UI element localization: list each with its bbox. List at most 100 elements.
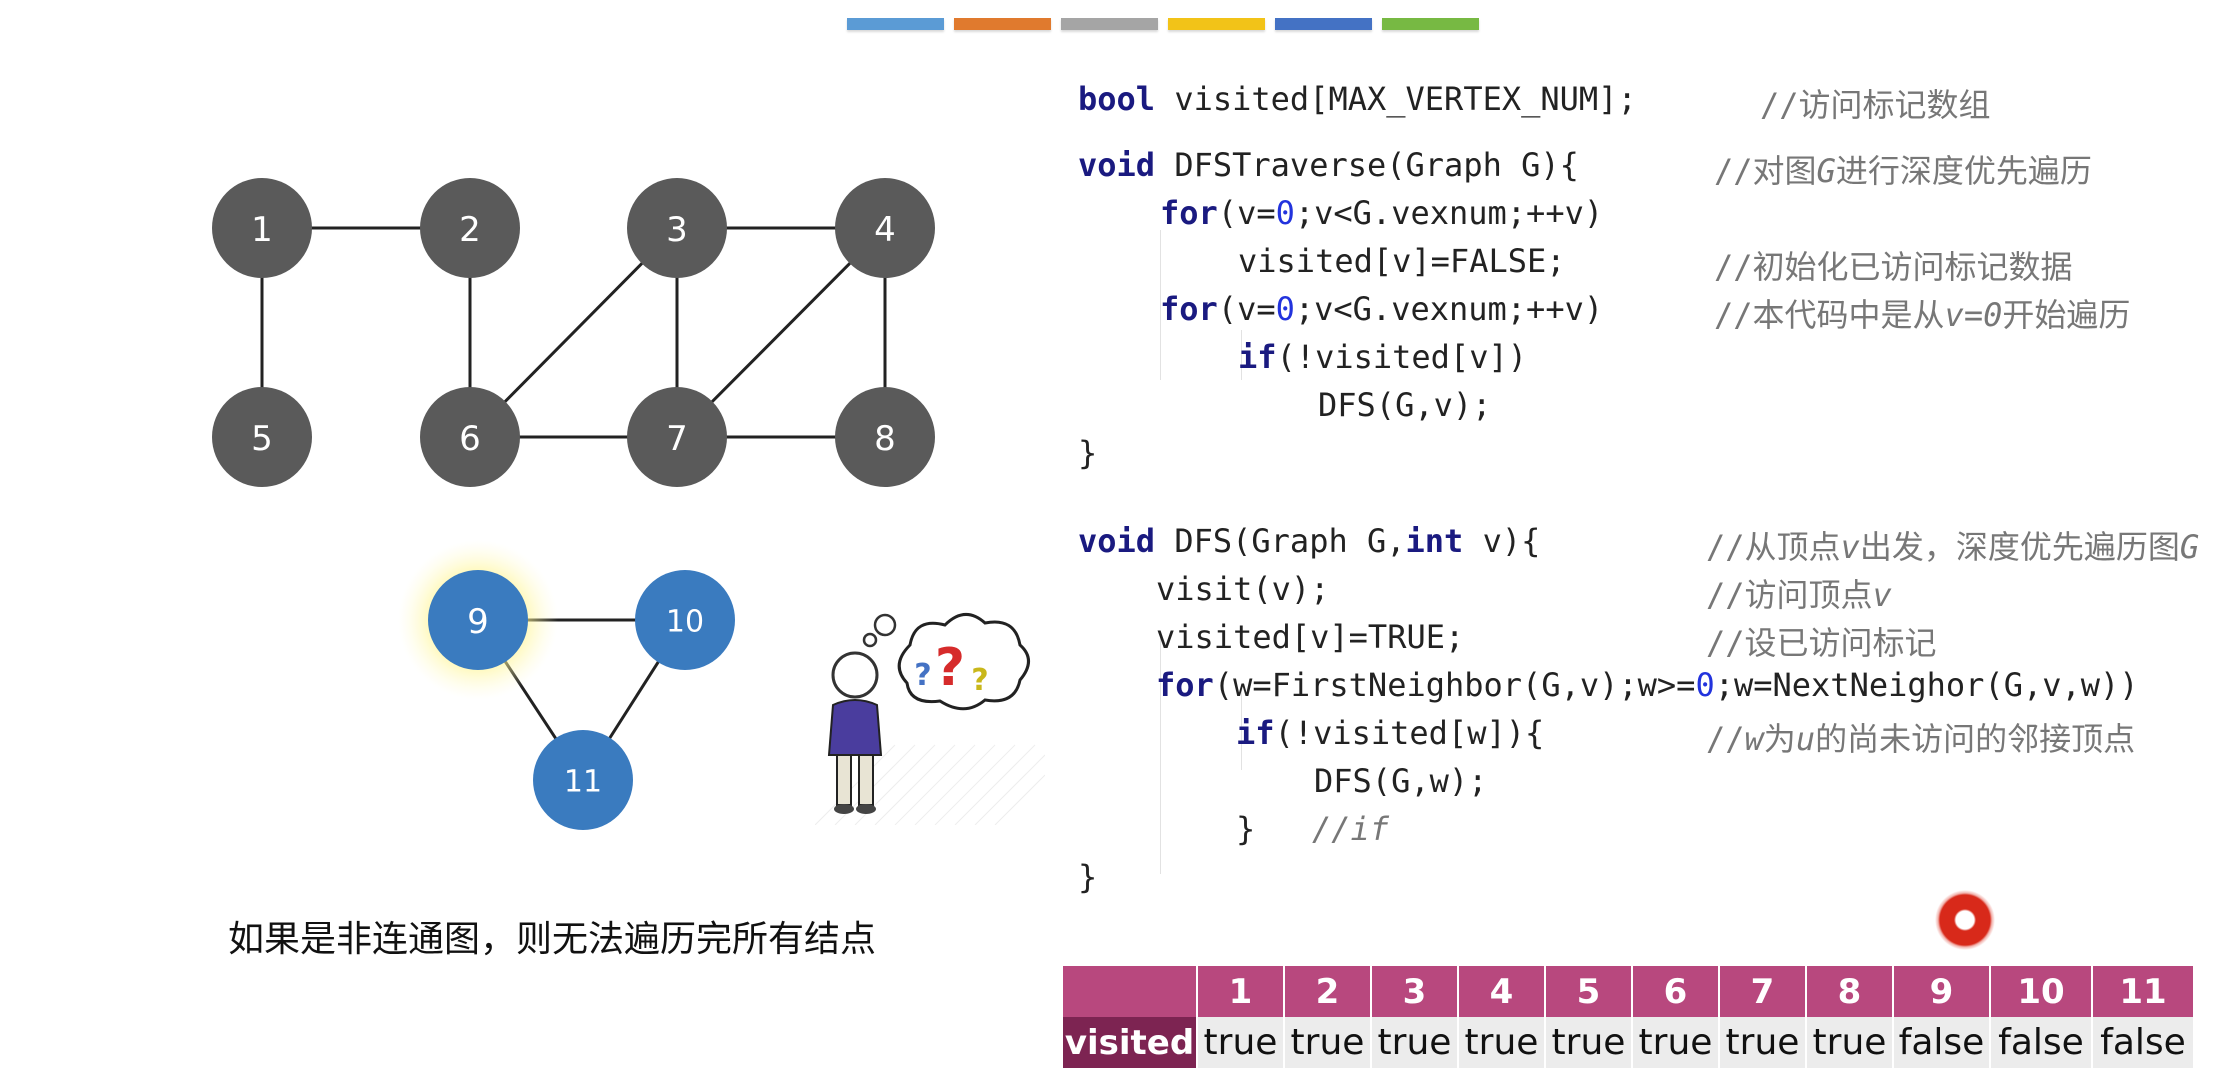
confused-person-icon: ? ? ?: [815, 613, 1045, 825]
indent-guide: [1160, 638, 1161, 874]
code-line-9: void DFS(Graph G,int v){: [1078, 522, 1541, 560]
graph-node-2: 2: [420, 178, 520, 278]
graph-node-7: 7: [627, 387, 727, 487]
graph-node-label: 2: [459, 210, 481, 250]
indent-guide: [1241, 690, 1242, 770]
graph-node-circle: [627, 178, 727, 278]
table-header-cell-11: 11: [2092, 966, 2195, 1017]
code-line-16: }: [1078, 858, 1098, 896]
code-line-2: void DFSTraverse(Graph G){: [1078, 146, 1579, 184]
table-value-cell-4: true: [1458, 1017, 1546, 1068]
code-line-5: for(v=0;v<G.vexnum;++v): [1160, 290, 1604, 328]
graph-node-label: 11: [564, 765, 602, 800]
table-row-label: visited: [1063, 1017, 1198, 1068]
code-comment-2: //对图G进行深度优先遍历: [1714, 152, 2092, 190]
table-value-cell-10: false: [1990, 1017, 2093, 1068]
code-line-12: for(w=FirstNeighbor(G,v);w>=0;w=NextNeig…: [1156, 666, 2139, 704]
graph-node-6: 6: [420, 387, 520, 487]
graph-node-circle: [428, 570, 528, 670]
table-value-cell-2: true: [1284, 1017, 1372, 1068]
table-header-cell-2: 2: [1284, 966, 1372, 1017]
graph-node-circle: [420, 387, 520, 487]
color-segment-3: [1061, 18, 1158, 30]
code-line-8: }: [1078, 434, 1098, 472]
code-comment-15: //if: [1312, 810, 1390, 848]
graph-node-circle: [835, 178, 935, 278]
code-comment-10: //访问顶点v: [1706, 576, 1892, 614]
code-line-7: DFS(G,v);: [1318, 386, 1492, 424]
code-comment-4: //初始化已访问标记数据: [1714, 248, 2073, 286]
indent-guide: [1241, 330, 1242, 380]
table-header-cell-4: 4: [1458, 966, 1546, 1017]
code-comment-5: //本代码中是从v=0开始遍历: [1714, 296, 2131, 334]
code-line-14: DFS(G,w);: [1314, 762, 1488, 800]
graph-node-8: 8: [835, 387, 935, 487]
table-header-cell-7: 7: [1719, 966, 1807, 1017]
code-line-10: visit(v);: [1156, 570, 1330, 608]
graph-node-10: 10: [635, 570, 735, 670]
graph-node-circle: [212, 178, 312, 278]
graph-node-circle: [420, 178, 520, 278]
graph-node-label: 3: [666, 210, 688, 250]
color-segment-1: [847, 18, 944, 30]
code-line-11: visited[v]=TRUE;: [1156, 618, 1465, 656]
table-value-cell-11: false: [2092, 1017, 2195, 1068]
table-header-cell-10: 10: [1990, 966, 2093, 1017]
indent-guide: [1160, 230, 1161, 380]
graph-node-3: 3: [627, 178, 727, 278]
table-corner-cell: [1063, 966, 1198, 1017]
graph-diagram: 1 2 3 4 5 6 7 8 9 10 11: [212, 178, 935, 830]
table-value-cell-5: true: [1545, 1017, 1633, 1068]
table-value-cell-8: true: [1806, 1017, 1894, 1068]
graph-node-label: 10: [666, 605, 704, 640]
graph-node-circle: [835, 387, 935, 487]
code-line-15: }: [1236, 810, 1256, 848]
table-value-cell-9: false: [1893, 1017, 1991, 1068]
cursor-pointer-indicator: [1935, 890, 1995, 950]
graph-node-label: 1: [251, 210, 273, 250]
graph-node-label: 6: [459, 419, 481, 459]
code-comment-9: //从顶点v出发，深度优先遍历图G: [1706, 528, 2200, 566]
svg-text:?: ?: [935, 638, 965, 698]
graph-node-1: 1: [212, 178, 312, 278]
table-value-cell-7: true: [1719, 1017, 1807, 1068]
table-header-cell-5: 5: [1545, 966, 1633, 1017]
color-segment-4: [1168, 18, 1265, 30]
table-value-cell-6: true: [1632, 1017, 1720, 1068]
color-segment-6: [1382, 18, 1479, 30]
code-line-6: if(!visited[v]): [1238, 338, 1527, 376]
graph-node-circle: [212, 387, 312, 487]
graph-node-circle: [533, 730, 633, 830]
code-line-13: if(!visited[w]){: [1236, 714, 1545, 752]
svg-text:?: ?: [914, 658, 931, 693]
table-header-cell-9: 9: [1893, 966, 1991, 1017]
code-line-4: visited[v]=FALSE;: [1238, 242, 1566, 280]
color-segment-2: [954, 18, 1051, 30]
graph-node-4: 4: [835, 178, 935, 278]
svg-text:?: ?: [971, 663, 988, 698]
table-header-cell-6: 6: [1632, 966, 1720, 1017]
table-value-cell-3: true: [1371, 1017, 1459, 1068]
code-comment-11: //设已访问标记: [1706, 624, 1937, 662]
graph-node-9: 9: [398, 540, 558, 700]
caption-text: 如果是非连通图，则无法遍历完所有结点: [228, 919, 877, 960]
graph-node-5: 5: [212, 387, 312, 487]
graph-node-circle: [627, 387, 727, 487]
graph-node-label: 8: [874, 419, 896, 459]
graph-node-label: 5: [251, 419, 273, 459]
graph-node-circle: [635, 570, 735, 670]
graph-node-label: 9: [467, 602, 489, 642]
graph-node-label: 7: [666, 419, 688, 459]
graph-node-label: 4: [874, 210, 896, 250]
color-segment-5: [1275, 18, 1372, 30]
code-comment-1: //访问标记数组: [1760, 86, 1991, 124]
table-header-cell-1: 1: [1197, 966, 1285, 1017]
table-value-cell-1: true: [1197, 1017, 1285, 1068]
code-line-1: bool visited[MAX_VERTEX_NUM];: [1078, 80, 1637, 118]
color-bar: [847, 18, 1479, 32]
graph-node-11: 11: [533, 730, 633, 830]
code-comment-13: //w为u的尚未访问的邻接顶点: [1706, 720, 2136, 758]
